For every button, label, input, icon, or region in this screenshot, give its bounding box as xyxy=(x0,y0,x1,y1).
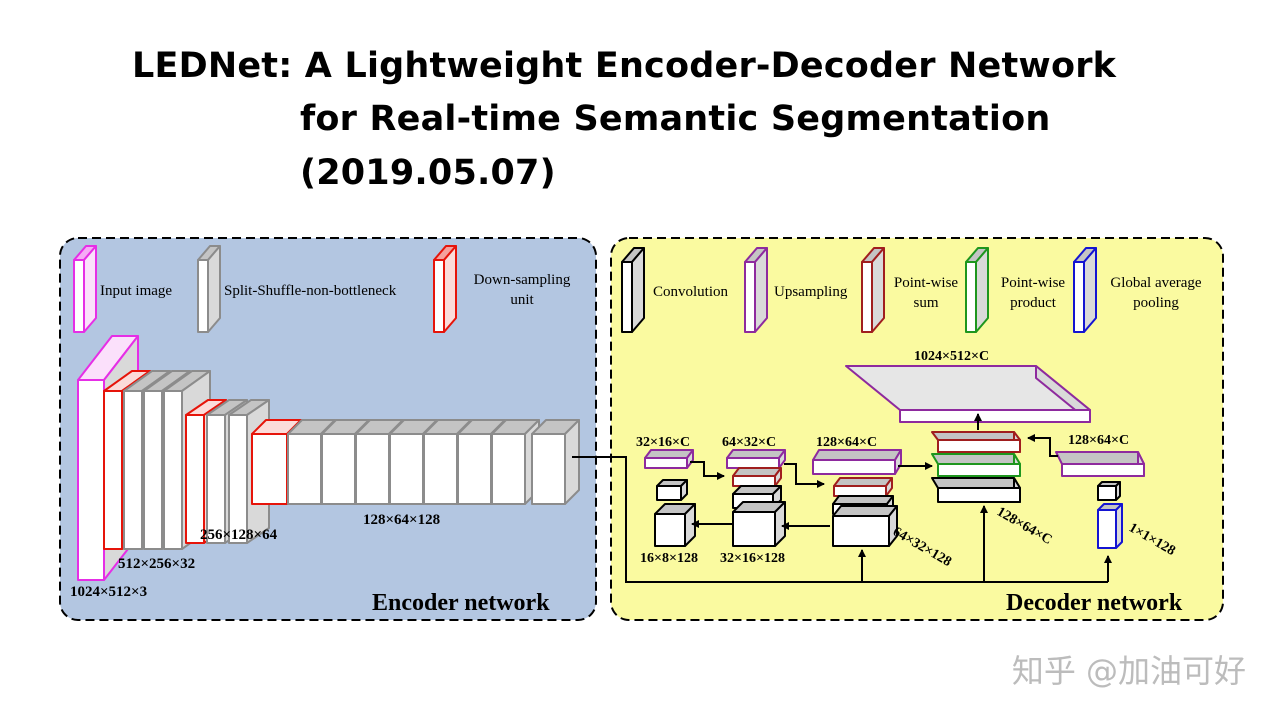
legend-down-label-1: Down-sampling xyxy=(474,272,571,288)
legend-prod-label-2: product xyxy=(1010,295,1057,311)
legend-sum-label-1: Point-wise xyxy=(894,275,959,291)
upsample-64 xyxy=(726,449,786,469)
decoder-network-label: Decoder network xyxy=(1006,590,1183,616)
dim-b16: 16×8×128 xyxy=(640,551,698,566)
conv-16-small xyxy=(656,479,688,501)
legend-up-label: Upsampling xyxy=(774,284,848,300)
title-line-3: (2019.05.07) xyxy=(300,153,556,193)
dim-d128-right: 128×64×C xyxy=(1068,433,1129,448)
legend-input-glyph xyxy=(73,245,97,333)
arrow-up64-to-stack128 xyxy=(784,463,825,488)
legend-conv-glyph xyxy=(621,247,645,333)
legend-gap-label-2: pooling xyxy=(1133,295,1179,311)
output-upsample-block xyxy=(845,365,1091,423)
dim-d32: 32×16×C xyxy=(636,435,690,450)
gap-1x1x128 xyxy=(1097,503,1123,549)
title-line-1: LEDNet: A Lightweight Encoder-Decoder Ne… xyxy=(132,46,1117,86)
dim-output: 1024×512×C xyxy=(914,349,989,364)
arrow-gap-to-stack xyxy=(1027,434,1058,457)
legend-conv-label: Convolution xyxy=(653,284,729,300)
upsample-128 xyxy=(812,449,902,475)
legend-sum-label-2: sum xyxy=(913,295,938,311)
legend-input-label: Input image xyxy=(100,283,172,299)
conv-16x8x128 xyxy=(654,503,696,547)
conv-gap-small xyxy=(1097,481,1121,501)
upsample-gap xyxy=(1055,451,1145,477)
conv-32x16x128 xyxy=(732,501,786,547)
conv-stack xyxy=(931,477,1021,503)
legend-gap-label-1: Global average xyxy=(1110,275,1202,291)
block-layer xyxy=(73,245,1145,581)
encoder-network-label: Encoder network xyxy=(372,590,550,616)
legend-down-label-2: unit xyxy=(510,292,534,308)
legend-ssnb-glyph xyxy=(197,245,221,333)
watermark: 知乎 @加油可好 xyxy=(1011,652,1246,690)
encoder-to-decoder-line xyxy=(572,456,1108,583)
dim-stage3: 128×64×128 xyxy=(363,512,440,528)
title-line-2: for Real-time Semantic Segmentation xyxy=(300,99,1051,139)
sum-64 xyxy=(732,467,782,487)
sum-stack xyxy=(931,431,1021,453)
dim-stage1: 512×256×32 xyxy=(118,556,195,572)
legend-prod-label-1: Point-wise xyxy=(1001,275,1066,291)
prod-stack xyxy=(931,453,1021,477)
conv-64x32x128 xyxy=(832,505,898,547)
sum-128 xyxy=(833,477,893,497)
arrow-up32-to-stack64 xyxy=(690,461,725,480)
legend-sum-glyph xyxy=(861,247,885,333)
dim-input: 1024×512×3 xyxy=(70,584,147,600)
legend-down-glyph xyxy=(433,245,457,333)
connections xyxy=(572,413,1112,583)
legend-up-glyph xyxy=(744,247,768,333)
ssnb-block-s3-8 xyxy=(531,419,580,505)
legend-prod-glyph xyxy=(965,247,989,333)
dim-d64: 64×32×C xyxy=(722,435,776,450)
upsample-32 xyxy=(644,449,694,469)
legend-ssnb-label: Split-Shuffle-non-bottleneck xyxy=(224,283,397,299)
dim-d128: 128×64×C xyxy=(816,435,877,450)
legend-gap-glyph xyxy=(1073,247,1097,333)
dim-stage2: 256×128×64 xyxy=(200,527,278,543)
dim-b32: 32×16×128 xyxy=(720,551,785,566)
